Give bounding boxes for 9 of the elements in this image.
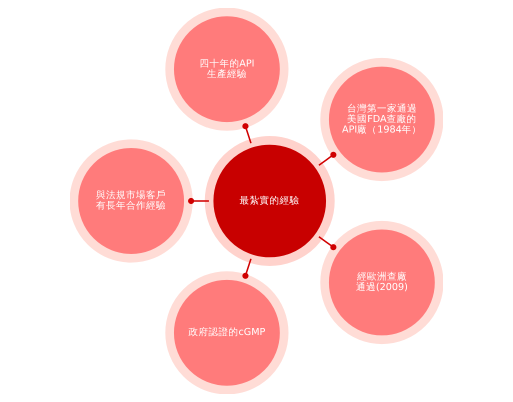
node-circle: 經歐洲查廠通過(2009): [320, 220, 443, 344]
node-circle: 與法規市場客戶有長年合作經驗: [70, 139, 193, 263]
node-circle: 台灣第一家通過美國FDA查廠的API廠（1984年）: [320, 58, 443, 182]
connector: [188, 198, 209, 204]
node-circle: 最紮實的經驗: [204, 136, 335, 266]
connector: [242, 258, 252, 279]
connector: [318, 236, 336, 250]
connector: [242, 123, 252, 144]
connector: [318, 152, 336, 166]
